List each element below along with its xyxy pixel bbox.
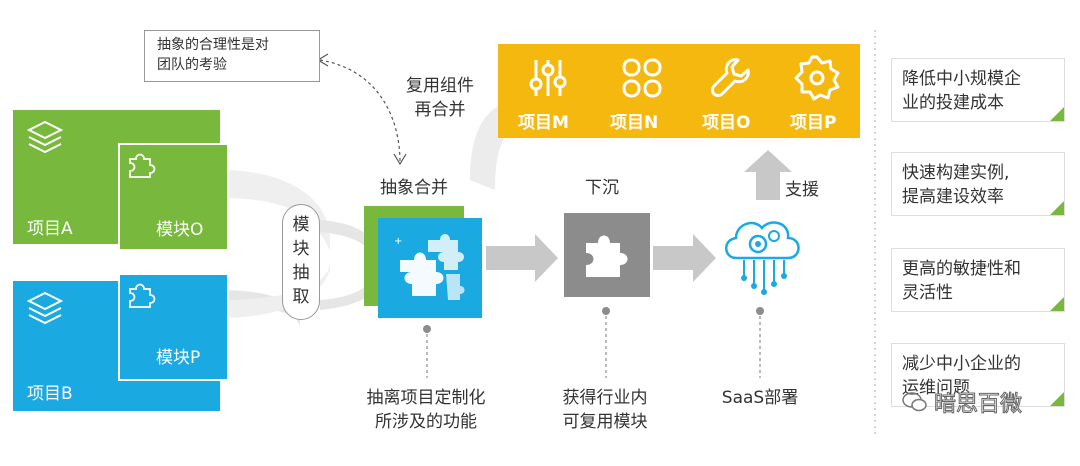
extraction-char-3: 抽 xyxy=(292,263,310,283)
merge-front-square: + xyxy=(378,218,482,318)
sink-square xyxy=(564,213,650,297)
top-project-label-4: 项目P xyxy=(790,113,837,133)
benefit-1-line-2: 业的投建成本 xyxy=(902,93,1004,113)
benefit-1-line-1: 降低中小规模企 xyxy=(902,69,1021,89)
extraction-char-1: 模 xyxy=(292,215,310,235)
puzzle-icon xyxy=(129,283,156,308)
module-extraction-pill: 模 块 抽 取 xyxy=(282,204,320,320)
benefit-box-2: 快速构建实例, 提高建设效率 xyxy=(891,152,1065,216)
wrench-icon xyxy=(711,58,750,97)
svg-text:+: + xyxy=(394,236,402,247)
benefit-box-3: 更高的敏捷性和 灵活性 xyxy=(891,248,1065,312)
module-p-box: 模块P xyxy=(118,273,229,381)
module-o-label: 模块O xyxy=(156,220,204,240)
merge-caption: 抽离项目定制化 所涉及的功能 xyxy=(346,386,506,434)
sink-caption-line-1: 获得行业内 xyxy=(562,388,648,408)
note-line-2: 团队的考验 xyxy=(157,57,227,73)
benefit-2-line-1: 快速构建实例, xyxy=(902,163,1010,183)
layers-icon xyxy=(26,291,64,325)
clover-icon xyxy=(622,58,662,98)
benefit-3-line-2: 灵活性 xyxy=(902,283,953,303)
top-project-label-3: 项目O xyxy=(702,113,751,133)
layers-icon xyxy=(26,120,64,154)
module-o-box: 模块O xyxy=(118,143,229,251)
saas-caption: SaaS部署 xyxy=(721,388,799,408)
benefit-box-1: 降低中小规模企 业的投建成本 xyxy=(891,58,1065,122)
reuse-line-2: 再合并 xyxy=(414,100,466,120)
merge-caption-line-2: 所涉及的功能 xyxy=(375,412,477,432)
benefit-2-line-2: 提高建设效率 xyxy=(902,187,1004,207)
merge-caption-line-1: 抽离项目定制化 xyxy=(366,388,486,408)
top-project-label-1: 项目M xyxy=(518,113,569,133)
top-projects-bar: 项目M 项目N 项目O 项目P xyxy=(498,44,860,138)
top-project-label-2: 项目N xyxy=(610,113,659,133)
cloud-gear-icon xyxy=(725,221,800,295)
merge-title: 抽象合并 xyxy=(380,178,448,198)
module-p-label: 模块P xyxy=(156,348,201,368)
sliders-icon xyxy=(529,60,567,96)
puzzle-icon xyxy=(586,235,628,277)
sink-title: 下沉 xyxy=(585,178,619,198)
note-line-1: 抽象的合理性是对 xyxy=(157,37,269,53)
benefit-3-line-1: 更高的敏捷性和 xyxy=(902,259,1021,279)
gear-icon xyxy=(794,55,840,101)
watermark-text: 暗思百微 xyxy=(933,392,1023,418)
benefit-4-line-1: 减少中小企业的 xyxy=(902,354,1021,374)
wechat-icon xyxy=(902,392,927,412)
support-label: 支援 xyxy=(785,180,819,200)
benefit-box-4: 减少中小企业的 运维问题 xyxy=(891,343,1065,407)
reuse-label: 复用组件 再合并 xyxy=(395,74,485,122)
extraction-char-4: 取 xyxy=(292,287,310,307)
project-b-label: 项目B xyxy=(27,384,73,404)
sink-caption-line-2: 可复用模块 xyxy=(562,412,648,432)
project-a-label: 项目A xyxy=(27,219,73,239)
note-box: 抽象的合理性是对 团队的考验 xyxy=(144,30,320,82)
puzzle-icon xyxy=(129,153,156,178)
reuse-line-1: 复用组件 xyxy=(406,76,474,96)
watermark: 暗思百微 xyxy=(902,386,1023,418)
sink-caption: 获得行业内 可复用模块 xyxy=(530,386,680,434)
extraction-char-2: 块 xyxy=(292,239,310,259)
benefit-4-line-2: 运维问题 xyxy=(902,378,970,398)
puzzle-pieces-icon: + xyxy=(394,234,465,300)
